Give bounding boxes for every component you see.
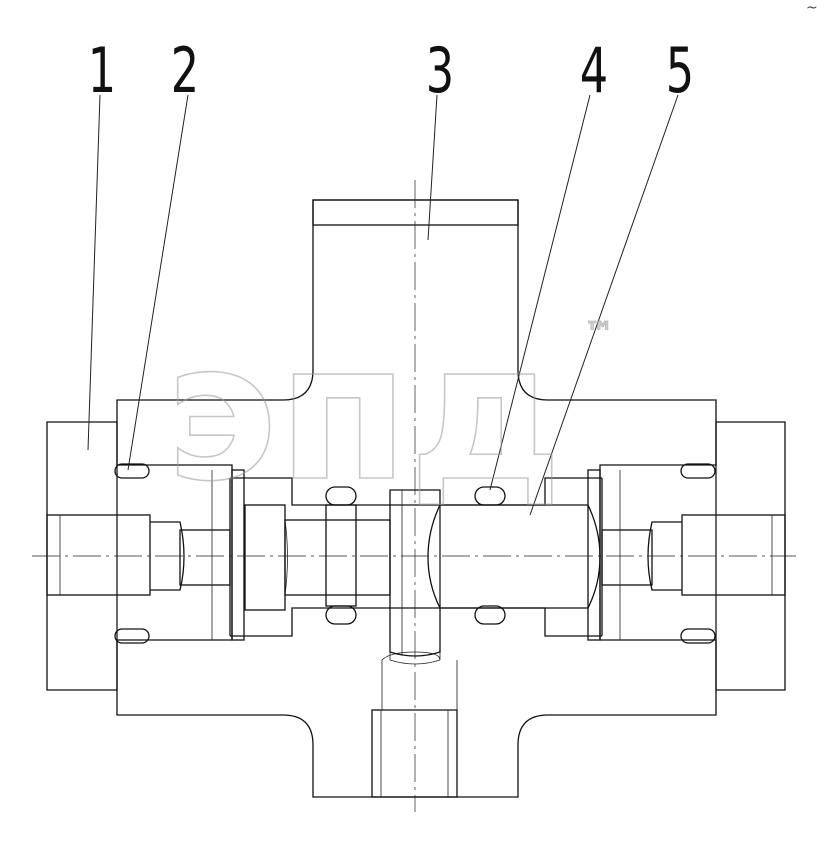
o-rings-part-2 bbox=[114, 463, 716, 644]
o-rings-part-4 bbox=[325, 486, 506, 625]
centerlines bbox=[32, 180, 796, 812]
part-label-5: 5 bbox=[666, 35, 694, 107]
leader-lines bbox=[87, 94, 679, 516]
part-label-1: 1 bbox=[88, 35, 116, 107]
left-shaft bbox=[244, 504, 391, 611]
part-label-2: 2 bbox=[171, 35, 199, 107]
watermark-text: эпд bbox=[165, 302, 562, 523]
watermark-logo: эпд ™ bbox=[164, 301, 614, 524]
watermark-trademark: ™ bbox=[584, 316, 614, 351]
part-label-3: 3 bbox=[426, 35, 454, 107]
corner-mark: ~ bbox=[806, 0, 818, 16]
part-label-4: 4 bbox=[580, 35, 608, 107]
central-bore bbox=[229, 477, 603, 637]
part-number-labels: 1 2 3 4 5 bbox=[88, 35, 694, 107]
fitting-part-1-right bbox=[587, 421, 786, 691]
center-stem bbox=[389, 489, 441, 665]
fitting-part-1-left bbox=[46, 421, 245, 691]
